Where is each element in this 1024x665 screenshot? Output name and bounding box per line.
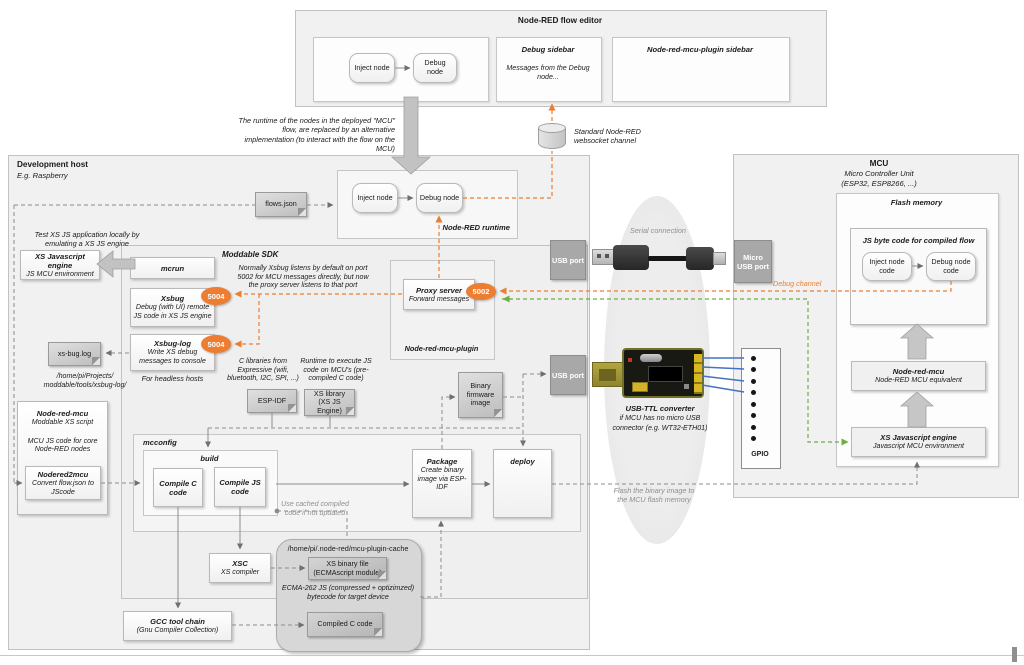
debug-sidebar-panel: Debug sidebar Messages from the Debug no… xyxy=(496,37,602,102)
mcu-debug-node-code: Debug node code xyxy=(926,252,976,281)
package-box: Package Create binary image via ESP-IDF xyxy=(412,449,472,518)
pcb-jumper xyxy=(632,382,648,392)
proxy-port-badge: 5002 xyxy=(466,283,496,300)
flash-image-note: Flash the binary image to the MCU flash … xyxy=(613,486,695,505)
serial-connection-label: Serial connection xyxy=(630,226,686,235)
compiled-c-doc: Compiled C code xyxy=(307,612,383,637)
xsbug-ports-note: Normally Xsbug listens by default on por… xyxy=(237,264,369,290)
node-red-runtime-label: Node-RED runtime xyxy=(442,223,510,232)
websocket-label: Standard Node-RED websocket channel xyxy=(574,127,641,146)
proxy-server-box: Proxy server Forward messages xyxy=(403,279,475,310)
usb-a-metal-tip xyxy=(592,249,614,265)
usb-ttl-pcb xyxy=(622,348,704,398)
mcu-subtitle-2: (ESP32, ESP8266, ...) xyxy=(841,179,917,188)
mcu-inject-node-code: Inject node code xyxy=(862,252,912,281)
mcu-node-red-mcu-box: Node-red-mcu Node-RED MCU equivalent xyxy=(851,361,986,391)
flow-editor-title: Node-RED flow editor xyxy=(517,16,603,25)
usb-ttl-caption: USB-TTL converter if MCU has no micro US… xyxy=(612,404,708,432)
nodered2mcu-box: Nodered2mcu Convert flow.json to JScode xyxy=(25,466,101,500)
gpio-pin xyxy=(751,436,756,441)
usb-cable xyxy=(648,256,687,261)
node-red-mcu-plugin-panel: Node-red-mcu-plugin xyxy=(390,260,495,360)
gpio-pin xyxy=(751,425,756,430)
debug-sidebar-body: Messages from the Debug node... xyxy=(506,64,590,81)
gcc-box: GCC tool chain (Gnu Compiler Collection) xyxy=(123,611,232,641)
usb-port-2: USB port xyxy=(550,355,586,395)
xs-binary-doc: XS binary file (ECMAscript module) xyxy=(308,557,387,580)
compile-c-box: Compile C code xyxy=(153,468,203,507)
plugin-panel-label: Node-red-mcu-plugin xyxy=(404,344,479,353)
xsbug-log-path: /home/pi/Projects/ moddable/tools/xsbug-… xyxy=(43,372,127,390)
micro-usb-port: Micro USB port xyxy=(734,240,772,283)
moddable-sdk-title: Moddable SDK xyxy=(222,250,279,259)
gpio-pin xyxy=(751,390,756,395)
headless-note: For headless hosts xyxy=(141,374,204,383)
run-up-arrow-label-1: RUN xyxy=(913,331,922,346)
xs-engine-host-box: XS Javascript engine JS MCU environment xyxy=(20,250,100,280)
run-left-arrow-label: RUN xyxy=(111,260,127,267)
websocket-cylinder xyxy=(538,123,566,149)
gpio-pin xyxy=(751,367,756,372)
binary-firmware-doc: Binary firmware image xyxy=(458,372,503,418)
editor-inject-node: Inject node xyxy=(349,53,395,83)
plugin-sidebar-title: Node-red-mcu-plugin sidebar xyxy=(647,45,753,54)
usb-ttl-plug xyxy=(592,362,624,387)
mcconfig-label: mcconfig xyxy=(143,438,177,447)
mcrun-box: mcrun xyxy=(130,257,215,279)
esp-idf-doc: ESP-IDF xyxy=(247,389,297,413)
usb-a-connector-body xyxy=(613,245,649,270)
pcb-crystal xyxy=(640,354,662,362)
debug-sidebar-title: Debug sidebar xyxy=(521,45,575,54)
runtime-debug-node: Debug node xyxy=(416,183,463,213)
flows-json-doc: flows.json xyxy=(255,192,307,217)
plugin-sidebar-panel: Node-red-mcu-plugin sidebar xyxy=(612,37,790,102)
run-up-arrow-label-2: RUN xyxy=(913,399,922,414)
xsbug-log-box: Xsbug-log Write XS debug messages to con… xyxy=(130,334,215,371)
use-cached-note: Use cached compiled code if not updated xyxy=(281,500,349,517)
ecma-note: ECMA-262 JS (compressed + optizimzed) by… xyxy=(281,584,415,601)
xsbug-port-badge: 5004 xyxy=(201,287,231,305)
mcu-xs-engine-box: XS Javascript engine Javascript MCU envi… xyxy=(851,427,986,457)
xsc-box: XSC XS compiler xyxy=(209,553,271,583)
editor-debug-node: Debug node xyxy=(413,53,457,83)
runtime-execute-note: Runtime to execute JS code on MCU's (pre… xyxy=(300,357,372,383)
xsbug-box: Xsbug Debug (with UI) remote JS code in … xyxy=(130,288,215,327)
development-host-subtitle: E.g. Raspberry xyxy=(17,171,68,180)
scrollbar-nub[interactable] xyxy=(1012,647,1017,662)
flash-memory-label: Flash memory xyxy=(890,198,943,207)
gpio-pin xyxy=(751,379,756,384)
gpio-pin xyxy=(751,356,756,361)
runtime-replaced-note: The runtime of the nodes in the deployed… xyxy=(238,116,395,154)
xsbug-log-port-badge: 5004 xyxy=(201,335,231,353)
mcu-title: MCU xyxy=(869,159,889,168)
editor-flow-panel xyxy=(313,37,489,102)
xs-library-doc: XS library (XS JS Engine) xyxy=(304,389,355,416)
gpio-box: GPIO xyxy=(741,348,781,469)
xsbug-log-file-doc: xs-bug.log xyxy=(48,342,101,366)
gpio-pin xyxy=(751,413,756,418)
deploy-box: deploy xyxy=(493,449,552,518)
micro-usb-connector-body xyxy=(686,247,714,270)
micro-usb-metal-tip xyxy=(713,252,726,265)
compile-js-box: Compile JS code xyxy=(214,467,266,507)
c-libraries-note: C libraries from Expressive (wifi, bluet… xyxy=(227,357,299,383)
mcu-subtitle-1: Micro Controller Unit xyxy=(844,169,914,178)
usb-port-1: USB port xyxy=(550,240,586,280)
cache-path-label: /home/pi/.node-red/mcu-plugin-cache xyxy=(287,544,409,553)
test-locally-note: Test XS JS application locally by emulat… xyxy=(34,230,140,249)
deploy-arrow-label: DEPLOY xyxy=(406,101,416,127)
debug-channel-label: Debug channel xyxy=(773,279,822,288)
gpio-pin xyxy=(751,402,756,407)
gpio-label: GPIO xyxy=(751,451,769,458)
pcb-chip xyxy=(648,366,683,382)
development-host-title: Development host xyxy=(17,160,88,169)
build-label: build xyxy=(200,454,219,463)
runtime-inject-node: Inject node xyxy=(352,183,398,213)
pcb-pin-header xyxy=(694,354,702,394)
bottom-divider xyxy=(0,655,1024,656)
